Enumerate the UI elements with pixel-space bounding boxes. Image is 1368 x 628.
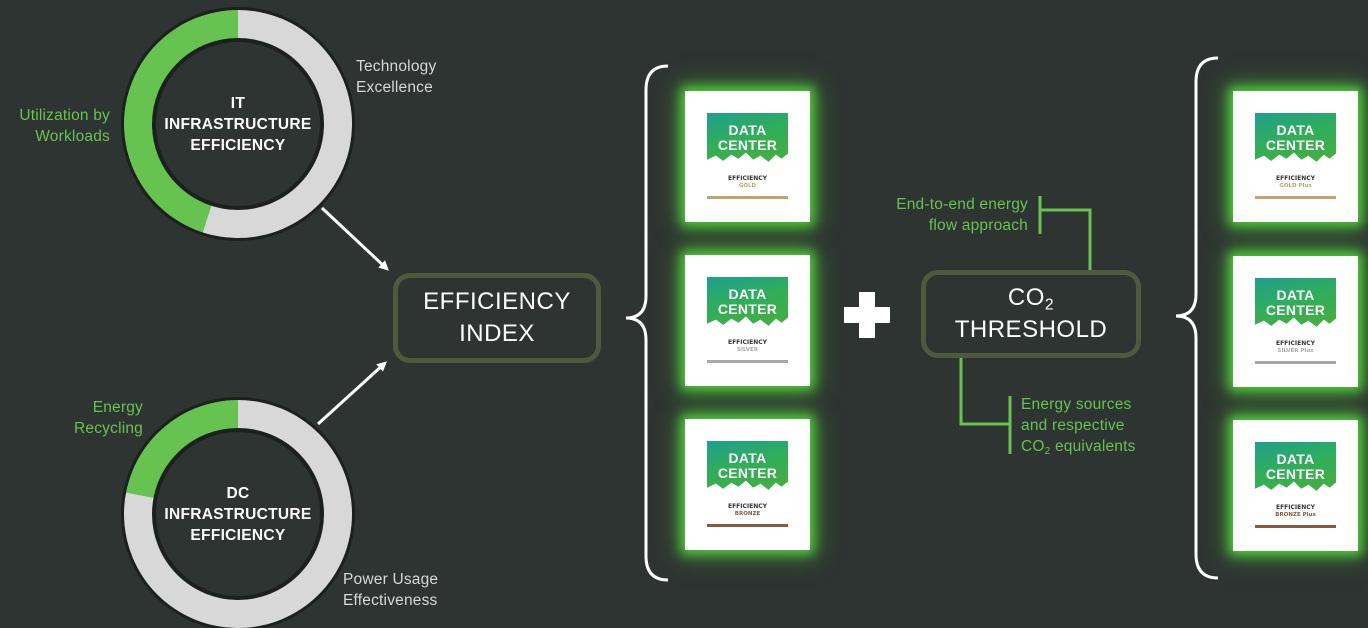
bracket-top bbox=[1038, 196, 1092, 270]
badge-line: CENTER bbox=[1265, 137, 1326, 153]
badge-line: CENTER bbox=[717, 465, 778, 481]
it-title-line: INFRASTRUCTURE bbox=[164, 115, 312, 133]
efficiency-text: EFFICIENCY bbox=[1275, 175, 1316, 182]
efficiency-text: EFFICIENCY bbox=[1275, 504, 1316, 511]
efficiency-index-box: EFFICIENCY INDEX bbox=[393, 273, 601, 363]
level-bar bbox=[707, 196, 788, 199]
energy-sources-note: Energy sources and respective CO2 equiva… bbox=[1021, 396, 1136, 458]
bracket-bottom bbox=[959, 358, 1012, 454]
threshold-line: THRESHOLD bbox=[954, 316, 1108, 343]
level-text: BRONZE Plus bbox=[1275, 512, 1316, 518]
right-brace bbox=[1175, 56, 1219, 580]
level-text: GOLD Plus bbox=[1279, 183, 1312, 189]
badge-line: DATA bbox=[728, 122, 767, 138]
level-bar bbox=[1255, 196, 1336, 199]
left-brace bbox=[625, 64, 669, 582]
co2-line: CO2 bbox=[1007, 284, 1055, 314]
level-text: SILVER bbox=[736, 347, 758, 353]
index-line: EFFICIENCY bbox=[423, 288, 571, 315]
level-bar bbox=[1255, 361, 1336, 364]
arrow-dc-to-index bbox=[316, 361, 387, 426]
it-title-line: IT bbox=[230, 94, 246, 112]
dc-title-line: DC bbox=[226, 484, 250, 502]
efficiency-text: EFFICIENCY bbox=[727, 503, 768, 510]
dc-title-line: INFRASTRUCTURE bbox=[164, 505, 312, 523]
it-infrastructure-donut: IT INFRASTRUCTURE EFFICIENCY bbox=[124, 10, 352, 238]
it-title-line: EFFICIENCY bbox=[190, 136, 286, 154]
co2-threshold-box: CO2 THRESHOLD bbox=[921, 270, 1141, 358]
badge-line: DATA bbox=[1276, 451, 1315, 467]
badge-line: CENTER bbox=[717, 137, 778, 153]
dc-donut-title: DC INFRASTRUCTURE EFFICIENCY bbox=[152, 428, 324, 600]
index-line: INDEX bbox=[459, 320, 535, 347]
level-text: SILVER Plus bbox=[1277, 348, 1314, 354]
level-bar bbox=[707, 524, 788, 527]
level-bar bbox=[1255, 525, 1336, 528]
badge-line: DATA bbox=[1276, 287, 1315, 303]
badge-line: DATA bbox=[728, 450, 767, 466]
badge-line: CENTER bbox=[1265, 466, 1326, 482]
arrow-it-to-index bbox=[320, 206, 389, 271]
dc-infrastructure-donut: DC INFRASTRUCTURE EFFICIENCY bbox=[124, 400, 352, 628]
badge-line: CENTER bbox=[717, 301, 778, 317]
efficiency-text: EFFICIENCY bbox=[727, 175, 768, 182]
efficiency-text: EFFICIENCY bbox=[1275, 340, 1316, 347]
level-text: BRONZE bbox=[734, 511, 761, 517]
it-donut-title: IT INFRASTRUCTURE EFFICIENCY bbox=[152, 38, 324, 210]
badge-line: DATA bbox=[1276, 122, 1315, 138]
level-bar bbox=[707, 360, 788, 363]
plus-icon bbox=[844, 292, 890, 338]
dc-title-line: EFFICIENCY bbox=[190, 526, 286, 544]
badge-line: CENTER bbox=[1265, 302, 1326, 318]
badge-line: DATA bbox=[728, 286, 767, 302]
level-text: GOLD bbox=[738, 183, 757, 189]
efficiency-text: EFFICIENCY bbox=[727, 339, 768, 346]
